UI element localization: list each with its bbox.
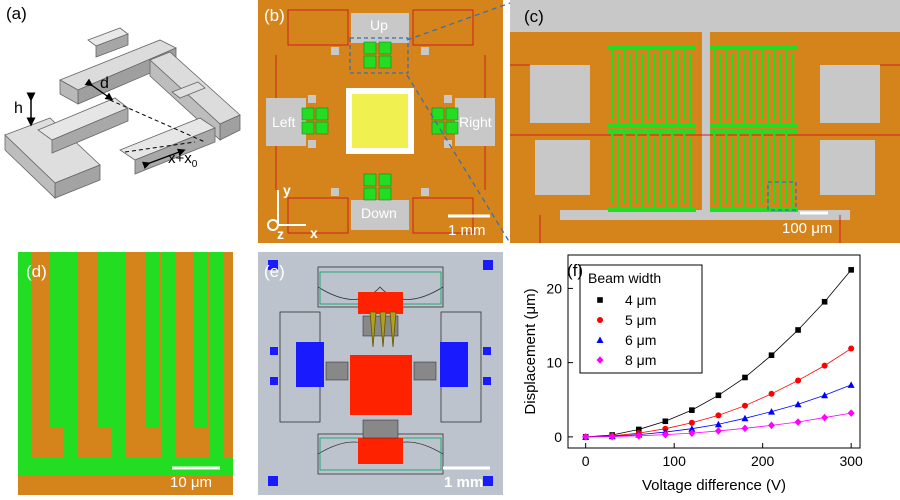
legend-entry: 6 μm	[625, 332, 656, 348]
panel-e-simulation	[268, 260, 493, 486]
data-point	[635, 432, 643, 440]
data-point	[742, 374, 748, 381]
legend-marker	[596, 356, 604, 364]
zoom-connector	[406, 2, 511, 244]
y-tick-label: 0	[554, 429, 562, 445]
panel-b-label: (b)	[264, 6, 285, 25]
data-point	[714, 420, 722, 428]
panel-b-device	[266, 9, 495, 234]
x-axis-label: Voltage difference (V)	[642, 477, 786, 494]
data-point	[768, 390, 775, 397]
data-point	[821, 391, 829, 399]
data-point	[768, 421, 776, 430]
panel-e-label: (e)	[264, 262, 285, 281]
data-point	[635, 426, 642, 433]
x-tick-label: 0	[582, 453, 590, 469]
y-axis-label: Displacement (μm)	[522, 288, 539, 414]
panel-f-label: (f)	[567, 261, 584, 280]
dimension-x-sub: 0	[191, 159, 198, 170]
legend-entry: 5 μm	[625, 312, 656, 328]
axes-indicator	[267, 190, 306, 231]
scale-label-c: 100 μm	[782, 220, 833, 237]
data-point	[821, 298, 828, 305]
data-point	[741, 402, 748, 409]
data-point	[821, 413, 829, 422]
lower-electrode	[4, 97, 216, 199]
data-point	[847, 381, 855, 388]
scale-label-b: 1 mm	[448, 222, 486, 239]
legend-marker	[597, 297, 603, 303]
panel-a: (a) h d x+x0	[0, 0, 255, 240]
data-point	[715, 392, 722, 399]
axis-x-label: x	[310, 225, 318, 241]
panel-d-fingers	[18, 252, 233, 476]
y-tick-label: 10	[546, 355, 562, 371]
axis-z-label: z	[277, 226, 284, 242]
panel-d-label: (d)	[26, 262, 47, 281]
panel-c: (c) 100 μm	[510, 0, 900, 243]
data-point	[714, 427, 722, 435]
axis-y-label: y	[283, 182, 291, 198]
data-point	[741, 424, 749, 433]
data-point	[795, 377, 802, 384]
scale-label-d: 10 μm	[170, 474, 212, 491]
comb-fingers	[608, 45, 798, 212]
legend-title: Beam width	[588, 270, 661, 286]
stage-yellow	[352, 94, 408, 148]
x-tick-label: 300	[839, 453, 863, 469]
dimension-d-label: d	[100, 75, 109, 92]
comb-drives	[301, 41, 459, 201]
label-right: Right	[459, 114, 492, 130]
panel-b: (b) Up Down Left Right y x z 1 mm	[258, 0, 503, 243]
data-point	[688, 429, 696, 437]
data-point	[794, 400, 802, 408]
panel-a-schematic	[4, 27, 241, 199]
panel-c-device	[510, 0, 900, 243]
data-point	[794, 418, 802, 426]
data-point	[768, 408, 776, 415]
dimension-h-label: h	[14, 100, 23, 117]
data-point	[795, 327, 801, 333]
data-point	[847, 409, 855, 417]
fem-anchors	[268, 260, 493, 486]
label-up: Up	[370, 17, 388, 33]
data-point	[582, 433, 590, 441]
legend-marker	[596, 336, 604, 343]
gray-pads	[266, 13, 495, 230]
data-point	[688, 425, 696, 432]
data-point	[821, 362, 828, 369]
data-point	[848, 267, 854, 273]
x-tick-label: 100	[663, 453, 687, 469]
x-tick-label: 200	[751, 453, 775, 469]
label-down: Down	[361, 205, 397, 221]
data-point	[662, 418, 669, 425]
panel-c-label: (c)	[524, 7, 544, 26]
data-point	[608, 432, 616, 441]
label-left: Left	[272, 114, 296, 130]
legend-entry: 8 μm	[625, 352, 656, 368]
panel-d: (d) 10 μm	[18, 252, 233, 495]
plot-frame	[567, 254, 861, 449]
data-point	[768, 352, 775, 359]
legend-marker	[597, 317, 603, 323]
dimension-x-main: x+x	[168, 150, 192, 167]
y-tick-label: 20	[546, 280, 562, 296]
fem-moving-parts	[350, 292, 412, 464]
data-point	[689, 407, 695, 413]
data-point	[688, 419, 695, 426]
data-point	[848, 345, 855, 352]
data-point	[715, 412, 722, 419]
panel-e: (e) 1 mm	[258, 252, 503, 495]
zoom-box	[349, 37, 409, 74]
data-point	[741, 414, 749, 422]
panel-a-label: (a)	[6, 4, 27, 23]
scale-label-e: 1 mm	[444, 474, 484, 491]
data-point	[661, 430, 669, 439]
legend-entry: 4 μm	[625, 292, 656, 308]
dimension-x-label: x+x0	[168, 150, 197, 170]
